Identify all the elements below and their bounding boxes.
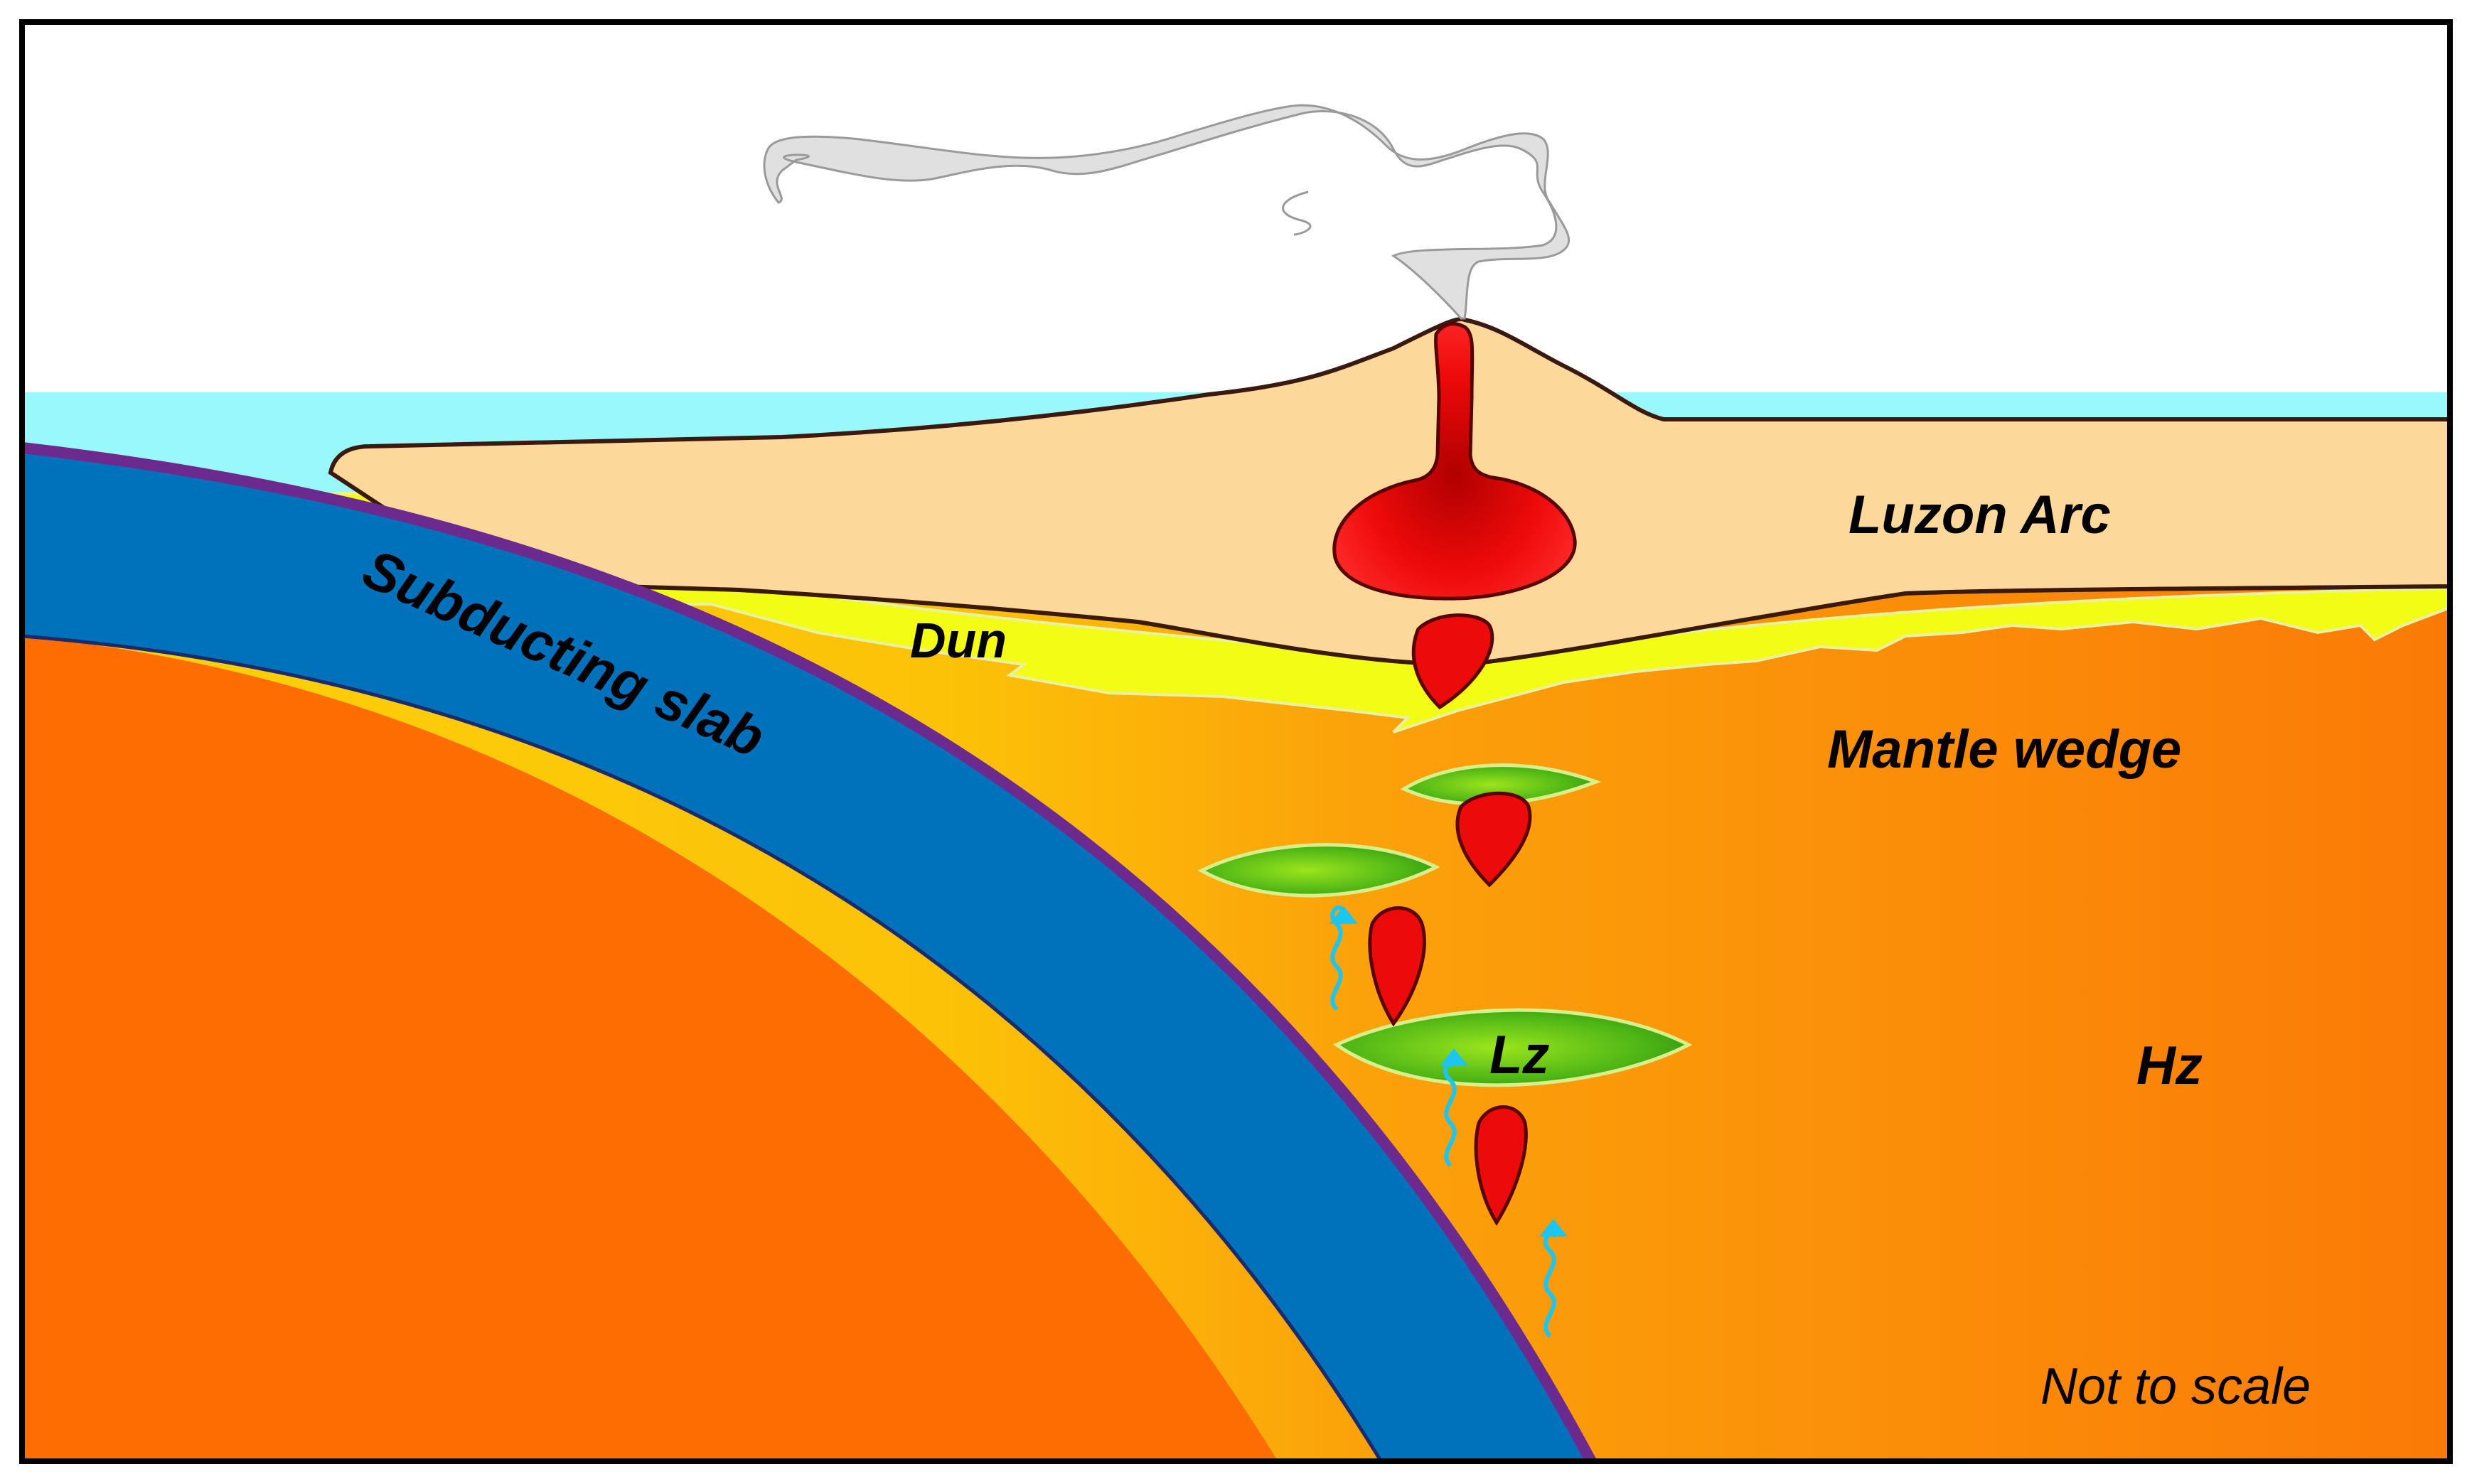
slab-base-line xyxy=(22,634,1384,1461)
magma-droplet xyxy=(1368,906,1426,1027)
frame-border xyxy=(19,19,2453,1464)
lherzolite-lens-mid xyxy=(1197,843,1440,898)
label-luzon-arc: Luzon Arc xyxy=(1848,485,2111,545)
label-lz: Lz xyxy=(1489,1025,1549,1085)
magma-droplet xyxy=(1411,613,1494,710)
smoke-curl xyxy=(1282,190,1312,236)
lherzolite-lens-top xyxy=(1400,763,1602,806)
fluid-arrow xyxy=(1329,905,1358,1011)
fluid-arrow xyxy=(1539,1219,1568,1338)
magma-droplet xyxy=(1455,791,1532,888)
label-not-to-scale: Not to scale xyxy=(2040,1358,2311,1415)
fluid-arrow xyxy=(1440,1048,1468,1168)
slab-top-surface xyxy=(22,442,1598,1461)
magma-droplet xyxy=(1474,1105,1528,1226)
label-hz: Hz xyxy=(2136,1036,2203,1096)
smoke-plume xyxy=(763,104,1571,320)
lower-mantle xyxy=(22,636,1278,1461)
label-dun: Dun xyxy=(910,613,1007,668)
lherzolite-lens-lz xyxy=(1332,1008,1693,1087)
magma-conduit xyxy=(1332,322,1577,601)
label-mantle-wedge: Mantle wedge xyxy=(1827,719,2181,780)
